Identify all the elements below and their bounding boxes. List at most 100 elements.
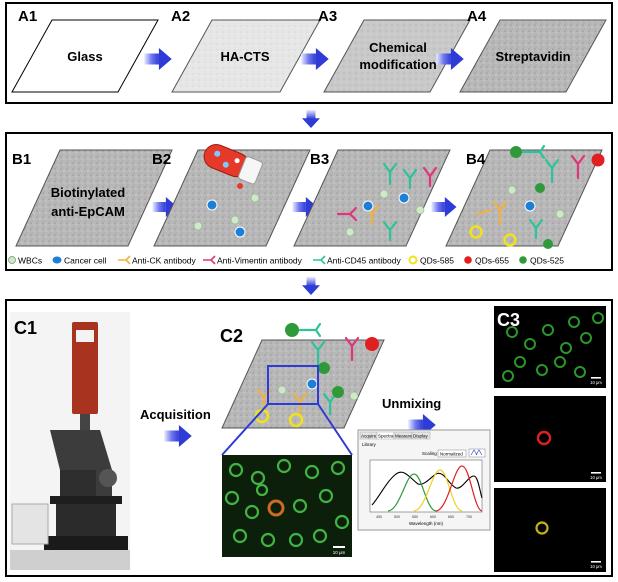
cancer-cell-icon xyxy=(524,200,536,212)
c2-fluorescence-image: 10 μm xyxy=(222,455,352,557)
zoom-region xyxy=(267,365,319,405)
acquisition-label: Acquisition xyxy=(140,407,211,422)
legend-anti-vimentin: Anti-Vimentin antibody xyxy=(217,256,303,266)
anti-cd45-antibody-icon xyxy=(310,340,326,368)
step-b4-label: B4 xyxy=(466,151,486,168)
wbc-icon xyxy=(415,205,425,215)
qd585-icon xyxy=(288,412,304,428)
c3-red-channel: 10 μm xyxy=(494,396,606,482)
anti-cd45-antibody-icon xyxy=(520,144,546,160)
step-a4: A4 Streptavidin xyxy=(459,8,607,93)
step-b3: B3 xyxy=(293,149,451,247)
wbc-icon xyxy=(193,221,203,231)
cancer-cell-icon xyxy=(306,378,318,390)
legend-anti-cd45: Anti-CD45 antibody xyxy=(327,256,401,266)
camera-icon xyxy=(72,322,98,414)
unmixing-label: Unmixing xyxy=(382,396,441,411)
cancer-cell-icon xyxy=(362,200,374,212)
wbc-icon xyxy=(250,193,260,203)
step-a4-text: Streptavidin xyxy=(495,49,570,64)
step-a1: A1 Glass xyxy=(11,8,159,93)
x-tick-650: 650 xyxy=(448,515,454,519)
qd525-icon xyxy=(535,183,545,193)
library-label: Library xyxy=(362,442,377,447)
qd525-icon xyxy=(318,362,330,374)
anti-ck-antibody-icon xyxy=(492,200,508,226)
arrow-a-b xyxy=(302,110,320,128)
anti-cd45-antibody-icon xyxy=(528,218,544,240)
anti-cd45-antibody-icon xyxy=(402,168,418,190)
spectra-window: Acquire Spectra Measure Display Library … xyxy=(357,429,491,531)
step-a2-text: HA-CTS xyxy=(220,49,269,64)
step-a3-text-line1: Chemical xyxy=(369,40,427,55)
legend-anti-ck: Anti-CK antibody xyxy=(132,256,197,266)
wbc-icon xyxy=(345,227,355,237)
wbc-icon xyxy=(8,256,16,264)
step-a1-text: Glass xyxy=(67,49,102,64)
step-b2: B2 xyxy=(152,143,311,247)
qd525-icon xyxy=(543,239,553,249)
spectra-tabs: Acquire Spectra Measure Display xyxy=(359,431,431,440)
anti-vimentin-antibody-icon xyxy=(344,336,360,362)
x-axis-label: Wavelength (nm) xyxy=(409,521,444,526)
step-a2-label: A2 xyxy=(171,8,190,25)
anti-cd45-antibody-icon xyxy=(298,322,322,338)
qd655-icon xyxy=(365,337,379,351)
cancer-cell-icon xyxy=(398,192,410,204)
tab-measure[interactable]: Measure xyxy=(395,434,413,439)
qd525-icon xyxy=(285,323,299,337)
wbc-icon xyxy=(379,189,389,199)
scaling-select[interactable] xyxy=(437,449,467,458)
spectrum-qd585-curve xyxy=(413,469,463,512)
step-a3-label: A3 xyxy=(318,8,337,25)
c3-green-channel: C3 10 μm xyxy=(494,306,606,388)
anti-cd45-antibody-icon xyxy=(382,162,398,186)
c1-microscope-photo: C1 xyxy=(10,312,130,570)
step-b1: B1 Biotinylated anti-EpCAM xyxy=(12,149,173,247)
panel-a: A1 Glass A2 HA-CTS A3 Chemical modificat… xyxy=(5,2,613,104)
qd585-icon xyxy=(469,225,483,239)
cancer-cell-icon xyxy=(206,199,218,211)
anti-vimentin-antibody-icon xyxy=(336,206,358,222)
panel-c: C1 Acquisition C2 xyxy=(5,299,613,577)
wbc-icon xyxy=(555,209,565,219)
step-b2-label: B2 xyxy=(152,151,171,168)
tab-display[interactable]: Display xyxy=(413,434,429,439)
tab-spectra[interactable]: Spectra xyxy=(378,434,394,439)
cancer-cell-icon xyxy=(234,226,246,238)
tab-acquire[interactable]: Acquire xyxy=(361,434,377,439)
spectra-plot-area xyxy=(369,459,483,513)
wbc-icon xyxy=(277,385,287,395)
scale-bar-c3-yellow: 10 μm xyxy=(590,564,602,569)
wbc-icon xyxy=(507,185,517,195)
step-a1-label: A1 xyxy=(18,8,37,25)
x-tick-450: 450 xyxy=(376,515,382,519)
qd525-icon xyxy=(519,256,527,264)
step-b1-text-line2: anti-EpCAM xyxy=(51,204,125,219)
qd655-icon xyxy=(591,153,605,167)
step-b3-label: B3 xyxy=(310,151,329,168)
qd525-icon xyxy=(510,146,522,158)
legend: WBCs Cancer cell Anti-CK antibody Anti-V… xyxy=(8,255,564,266)
step-b4: B4 xyxy=(445,144,605,249)
qd585-icon xyxy=(408,255,418,265)
cancer-cell-icon xyxy=(52,256,62,264)
c3-panel: C3 10 μm 10 μm 10 μm xyxy=(494,306,606,572)
spectrum-qd525-curve xyxy=(387,473,437,512)
legend-wbcs: WBCs xyxy=(18,256,42,266)
scale-bar-c3-red: 10 μm xyxy=(590,475,602,480)
step-a3: A3 Chemical modification xyxy=(318,8,471,93)
x-tick-600: 600 xyxy=(430,515,436,519)
scale-bar-c3-green: 10 μm xyxy=(590,380,602,385)
ctc-cell-icon xyxy=(536,430,552,446)
step-b1-label: B1 xyxy=(12,151,31,168)
step-b1-text-line1: Biotinylated xyxy=(51,185,125,200)
anti-vimentin-antibody-icon xyxy=(422,166,438,188)
scaling-value: Normalized xyxy=(440,452,463,457)
anti-cd45-antibody-icon xyxy=(544,158,560,184)
c1-label: C1 xyxy=(14,318,37,338)
ctc-cell-icon xyxy=(535,521,549,535)
anti-cd45-antibody-icon xyxy=(382,220,398,242)
anti-ck-antibody-icon xyxy=(118,255,131,265)
